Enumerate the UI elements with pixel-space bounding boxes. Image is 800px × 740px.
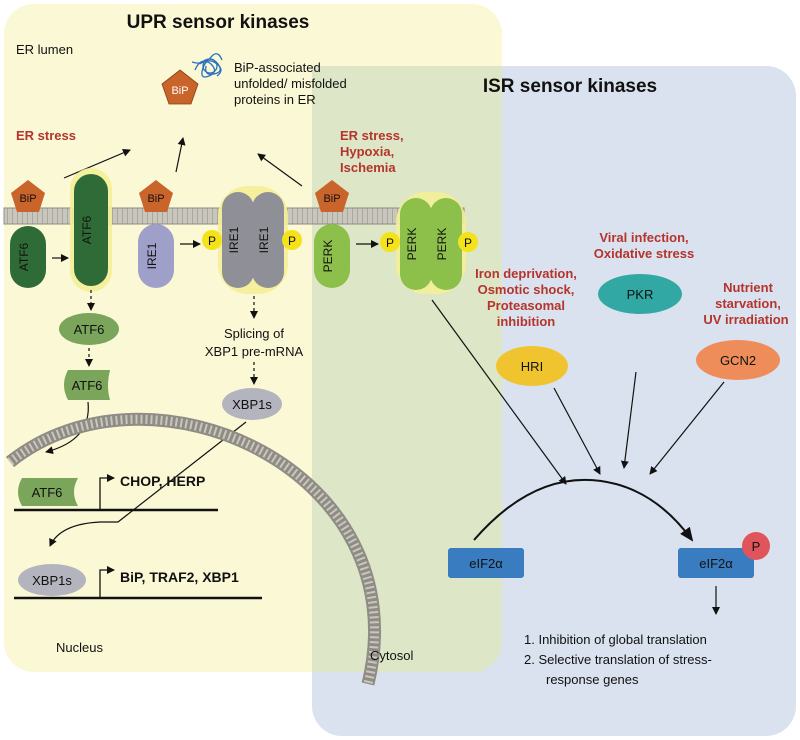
arrow-xbp1s-nucleus bbox=[49, 421, 247, 547]
perk-stress-3: Ischemia bbox=[340, 160, 396, 175]
eif2a-node bbox=[448, 548, 524, 578]
arrow-hri-eif2a bbox=[553, 387, 601, 475]
bip-ire1 bbox=[139, 180, 173, 212]
bip-assoc-text-1: BiP-associated bbox=[234, 60, 321, 75]
outcome-1: 1. Inhibition of global translation bbox=[524, 632, 707, 647]
arrow-perk-eif2a bbox=[431, 299, 567, 485]
phospho-badge-label: P bbox=[752, 539, 761, 554]
perk-stress-2: Hypoxia, bbox=[340, 144, 394, 159]
arrow-eif2a-phosphorylation bbox=[473, 478, 694, 542]
ire1-dimer-label-1: IRE1 bbox=[227, 226, 241, 253]
perk-phospho-right bbox=[458, 232, 478, 252]
promoter-arrow-1 bbox=[99, 474, 115, 510]
viral-stress-2: Oxidative stress bbox=[594, 246, 694, 261]
ire1-phospho-right-label: P bbox=[288, 234, 296, 248]
atf6-nuclear-label: ATF6 bbox=[32, 485, 63, 500]
eif2a-p-node bbox=[678, 548, 754, 578]
ire1-dimer: IRE1 IRE1 P P bbox=[202, 186, 302, 294]
arrow-pkr-eif2a bbox=[620, 371, 637, 469]
bip-top-label: BiP bbox=[171, 85, 188, 97]
viral-stress-1: Viral infection, bbox=[599, 230, 688, 245]
arrow-perk-bip-release bbox=[257, 153, 303, 187]
perk-phospho-right-label: P bbox=[464, 236, 472, 250]
gcn2-node bbox=[696, 340, 780, 380]
outcome-2: 2. Selective translation of stress- bbox=[524, 652, 712, 667]
perk-dimer: PERK PERK P P bbox=[380, 192, 478, 294]
ire1-dimer-label-2: IRE1 bbox=[257, 226, 271, 253]
iron-stress-2: Osmotic shock, bbox=[478, 282, 575, 297]
bip-ire1-label: BiP bbox=[147, 193, 164, 205]
gcn2-label: GCN2 bbox=[720, 353, 756, 368]
atf6-cytosolic-node bbox=[59, 313, 119, 345]
bip-atf6-label: BiP bbox=[19, 193, 36, 205]
nutrient-stress-1: Nutrient bbox=[723, 280, 774, 295]
upr-title: UPR sensor kinases bbox=[127, 12, 310, 33]
arrow-gcn2-eif2a bbox=[649, 381, 725, 475]
cytosol-label: Cytosol bbox=[370, 648, 413, 663]
arrow-atf6-bip-release bbox=[63, 149, 131, 179]
bip-assoc-text-3: proteins in ER bbox=[234, 92, 316, 107]
perk-inactive-label: PERK bbox=[321, 240, 335, 273]
perk-stress-1: ER stress, bbox=[340, 128, 404, 143]
bip-pentagon-top bbox=[161, 69, 199, 105]
misfolded-protein-icon bbox=[191, 53, 223, 78]
xbp1s-nuclear-node bbox=[18, 564, 86, 596]
outcome-2-cont: response genes bbox=[546, 672, 639, 687]
bip-perk bbox=[315, 180, 349, 212]
phospho-badge bbox=[742, 532, 770, 560]
splicing-text-1: Splicing of bbox=[224, 326, 284, 341]
chop-herp-text: CHOP, HERP bbox=[120, 473, 205, 489]
xbp1s-cytosolic-label: XBP1s bbox=[232, 397, 272, 412]
xbp1s-cytosolic-node bbox=[222, 388, 282, 420]
perk-inactive: PERK BiP bbox=[314, 180, 350, 288]
splicing-text-2: XBP1 pre-mRNA bbox=[205, 344, 304, 359]
nuclear-envelope-inner bbox=[7, 414, 379, 686]
atf6-tf-node bbox=[64, 370, 110, 400]
nucleus-label: Nucleus bbox=[56, 640, 103, 655]
bip-traf2-text: BiP, TRAF2, XBP1 bbox=[120, 569, 239, 585]
pkr-label: PKR bbox=[627, 287, 654, 302]
ire1-inactive: IRE1 BiP bbox=[138, 180, 174, 288]
perk-dimer-label-2: PERK bbox=[435, 228, 449, 261]
hri-label: HRI bbox=[521, 359, 543, 374]
er-lumen-label: ER lumen bbox=[16, 42, 73, 57]
er-stress-label: ER stress bbox=[16, 128, 76, 143]
atf6-inactive-label: ATF6 bbox=[17, 242, 31, 271]
bip-atf6 bbox=[11, 180, 45, 212]
eif2a-label: eIF2α bbox=[469, 556, 503, 571]
arrow-ire1-bip-release bbox=[175, 137, 186, 173]
perk-dimer-label-1: PERK bbox=[405, 228, 419, 261]
bip-misfolded-complex: BiP BiP-associated unfolded/ misfolded p… bbox=[161, 53, 347, 107]
eif2a-p-label: eIF2α bbox=[699, 556, 733, 571]
ire1-phospho-right bbox=[282, 230, 302, 250]
atf6-nuclear-node bbox=[18, 478, 78, 506]
hri-node bbox=[496, 346, 568, 386]
ire1-inactive-label: IRE1 bbox=[145, 242, 159, 269]
atf6-active-label: ATF6 bbox=[80, 215, 94, 244]
iron-stress-1: Iron deprivation, bbox=[475, 266, 577, 281]
nutrient-stress-2: starvation, bbox=[715, 296, 781, 311]
isr-title: ISR sensor kinases bbox=[483, 76, 657, 97]
atf6-cytosolic-label: ATF6 bbox=[74, 322, 105, 337]
xbp1s-nuclear-label: XBP1s bbox=[32, 573, 72, 588]
perk-phospho-left-label: P bbox=[386, 236, 394, 250]
ire1-phospho-left bbox=[202, 230, 222, 250]
atf6-inactive: ATF6 BiP bbox=[10, 180, 46, 288]
atf6-active: ATF6 bbox=[70, 168, 112, 292]
bip-perk-label: BiP bbox=[323, 193, 340, 205]
ire1-phospho-left-label: P bbox=[208, 234, 216, 248]
pkr-node bbox=[598, 274, 682, 314]
nutrient-stress-3: UV irradiation bbox=[703, 312, 788, 327]
promoter-arrow-2 bbox=[99, 566, 115, 598]
iron-stress-3: Proteasomal bbox=[487, 298, 565, 313]
iron-stress-4: inhibition bbox=[497, 314, 556, 329]
atf6-tf-label: ATF6 bbox=[72, 378, 103, 393]
perk-phospho-left bbox=[380, 232, 400, 252]
bip-assoc-text-2: unfolded/ misfolded bbox=[234, 76, 347, 91]
